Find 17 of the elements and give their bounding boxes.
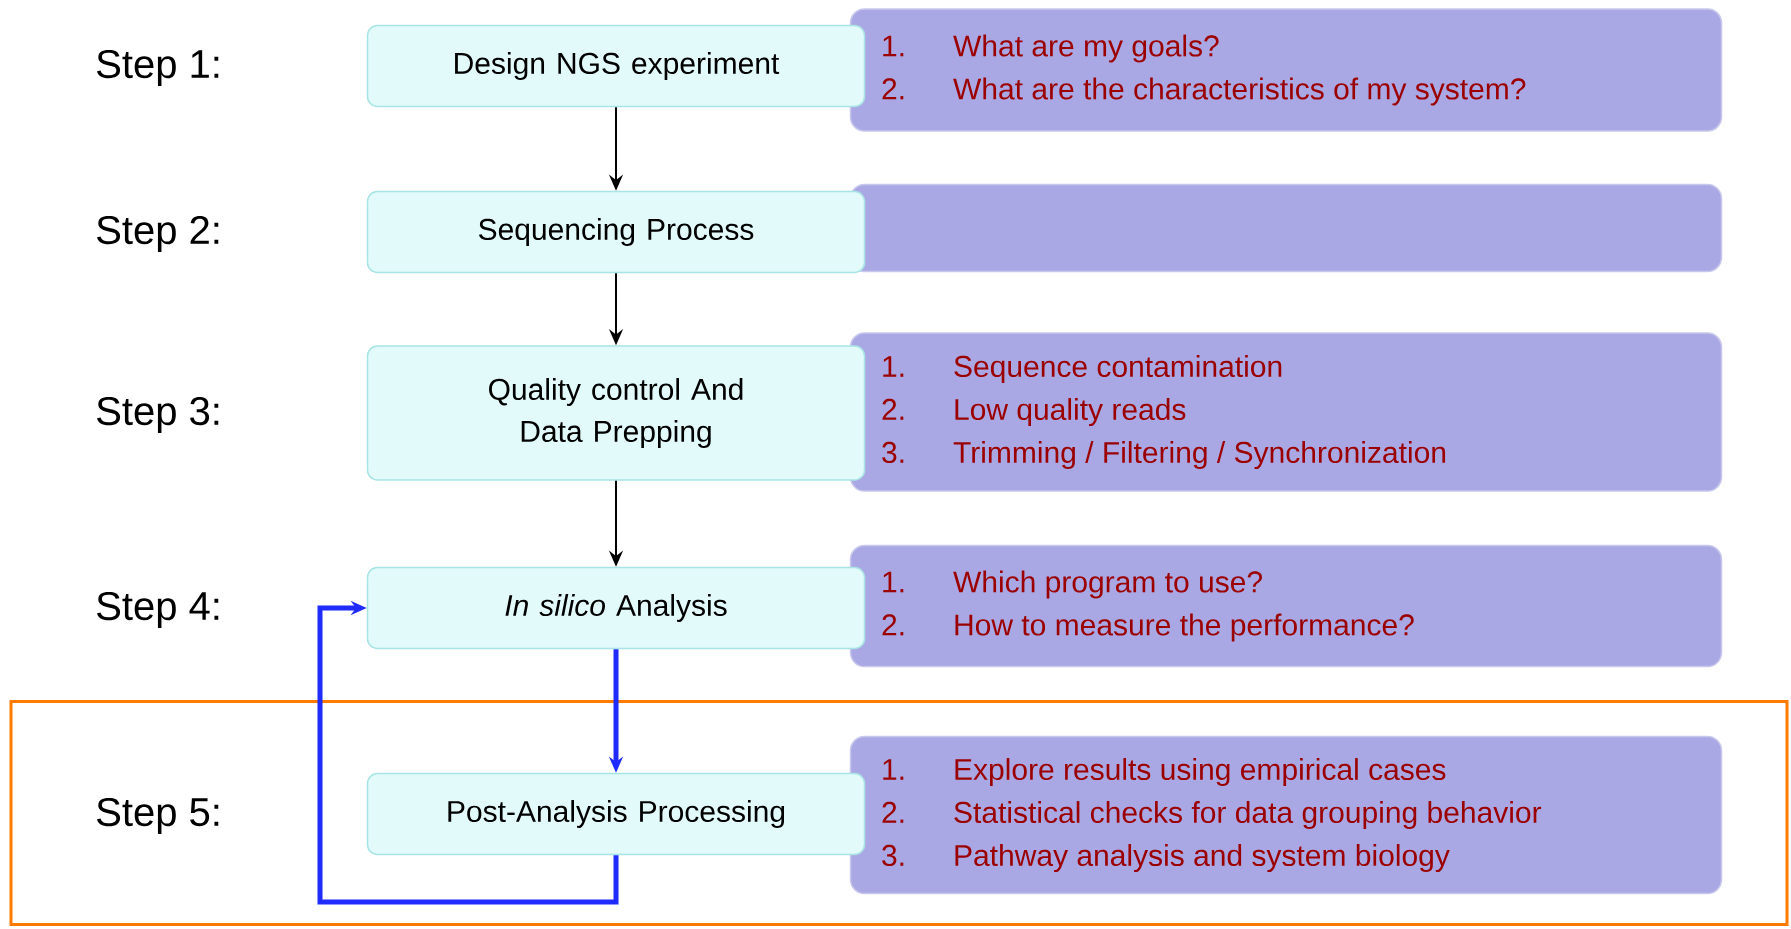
empty-box [849, 183, 1723, 273]
process-box: Sequencing Process [366, 190, 866, 274]
process-box: Design NGS experiment [366, 24, 866, 108]
step-label: Step 4: [97, 591, 219, 629]
note-box: 1. Which program to use? 2. How to measure the performance? [849, 544, 1723, 668]
note-box: 1. Explore results using empirical cases 2. Statistical checks for data grouping behavior 3. Pathway analysis and system biology [849, 735, 1723, 895]
step-label: Step 2: [97, 215, 219, 253]
step-label: Step 5: [97, 797, 219, 835]
note-box: 1. Sequence contamination 2. Low quality reads 3. Trimming / Filtering / Synchronization [849, 332, 1723, 492]
process-box: Quality control And Data Prepping [366, 345, 866, 481]
note-box: 1. What are my goals? 2. What are the characteristics of my system? [849, 8, 1723, 132]
step-label: Step 3: [97, 396, 219, 434]
step-label: Step 1: [97, 49, 219, 87]
process-box: Post-Analysis Processing [366, 772, 866, 856]
process-box: In silico Analysis [366, 566, 866, 650]
arrow [317, 600, 619, 905]
frame [9, 700, 1789, 926]
